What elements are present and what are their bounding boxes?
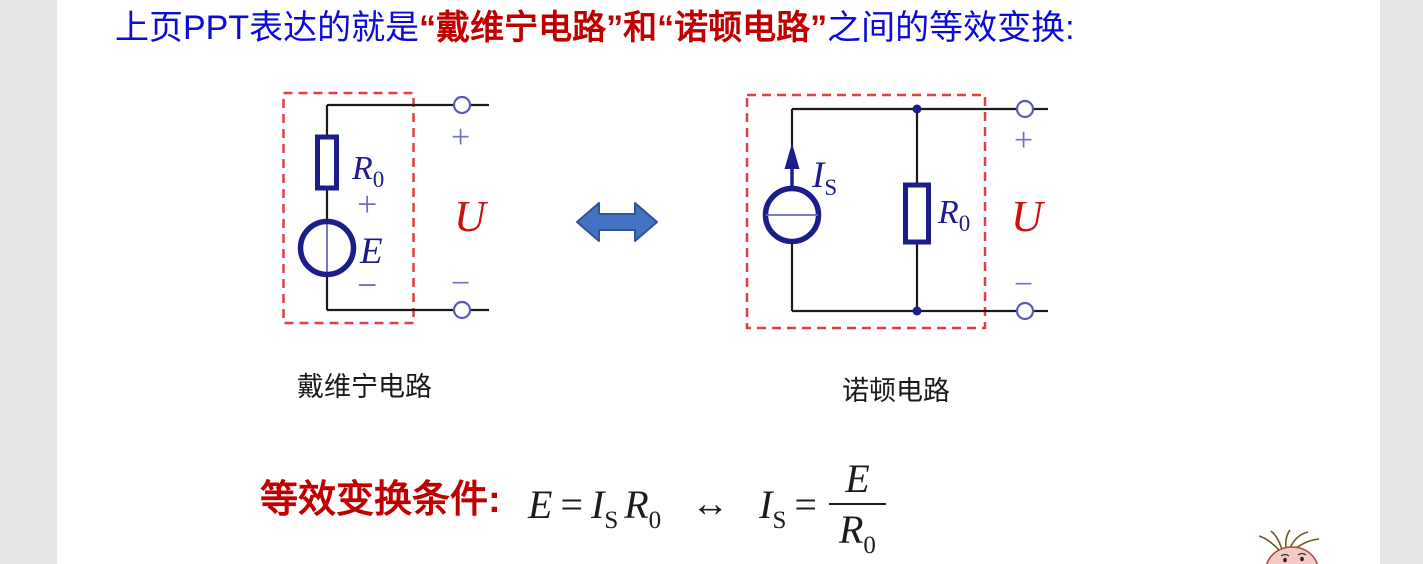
mascot-left-eyebrow (1280, 553, 1290, 557)
resistor-label: R0 (351, 150, 384, 192)
thevenin-wires (325, 103, 489, 312)
thevenin-dashed-boundary (282, 91, 415, 325)
slide-title: 上页PPT表达的就是“戴维宁电路”和“诺顿电路”之间的等效变换: (115, 6, 1075, 50)
formula-heading: 等效变换条件: (260, 479, 501, 521)
mascot-face (1266, 546, 1318, 564)
port-plus-sign: + (1014, 122, 1033, 159)
resistor-symbol (903, 182, 931, 245)
left-edge-strip (0, 0, 57, 564)
current-source-label: IS (811, 155, 837, 200)
terminal-top (1015, 99, 1035, 119)
terminal-bottom (1015, 301, 1035, 321)
source-minus-sign: − (357, 265, 377, 305)
thevenin-caption: 戴维宁电路 (297, 372, 432, 402)
equivalence-formula: E = IS R0 ↔ IS = E R0 (528, 445, 886, 563)
resistor-label: R0 (937, 194, 970, 236)
formula-E: E (528, 481, 553, 527)
norton-circuit-diagram: IS R0 + U − (745, 93, 1048, 330)
formula-equals: = (560, 481, 583, 527)
formula-fraction: E R0 (828, 455, 886, 559)
port-voltage-label: U (454, 192, 489, 241)
terminal-top (452, 95, 472, 115)
norton-caption: 诺顿电路 (842, 376, 950, 406)
formula-Is: IS (591, 481, 619, 534)
norton-dashed-boundary (745, 93, 987, 330)
mascot-right-eye (1300, 556, 1304, 562)
current-arrow-head (784, 143, 800, 169)
bidirectional-arrow: ↔ (691, 483, 730, 525)
right-edge-strip (1380, 0, 1423, 564)
emf-label: E (359, 231, 383, 272)
title-prefix: 上页PPT表达的就是 (115, 9, 420, 47)
formula-Is-2: IS (759, 481, 787, 534)
junction-dot-top (912, 104, 922, 114)
fraction-numerator: E (845, 456, 870, 501)
formula-equals-2: = (794, 481, 817, 527)
voltage-source-symbol (297, 218, 357, 278)
resistor-symbol (315, 134, 339, 191)
port-plus-sign: + (451, 119, 470, 156)
source-plus-sign: + (357, 184, 377, 224)
title-highlight: “戴维宁电路”和“诺顿电路” (419, 9, 828, 47)
fraction-denominator: R0 (828, 503, 886, 559)
junction-dot-bottom (912, 306, 922, 316)
mascot-right-eyebrow (1297, 552, 1307, 556)
port-voltage-label: U (1011, 192, 1046, 241)
mascot-left-eye (1283, 557, 1287, 563)
port-minus-sign: − (451, 265, 470, 302)
terminal-bottom (452, 300, 472, 320)
title-suffix: 之间的等效变换: (827, 9, 1075, 47)
port-minus-sign: − (1014, 266, 1033, 303)
mascot-cartoon-head (1258, 529, 1320, 564)
formula-R0: R0 (624, 481, 662, 534)
equivalence-arrow-icon (576, 202, 658, 242)
thevenin-circuit-diagram: R0 + E − + U − (282, 91, 489, 325)
